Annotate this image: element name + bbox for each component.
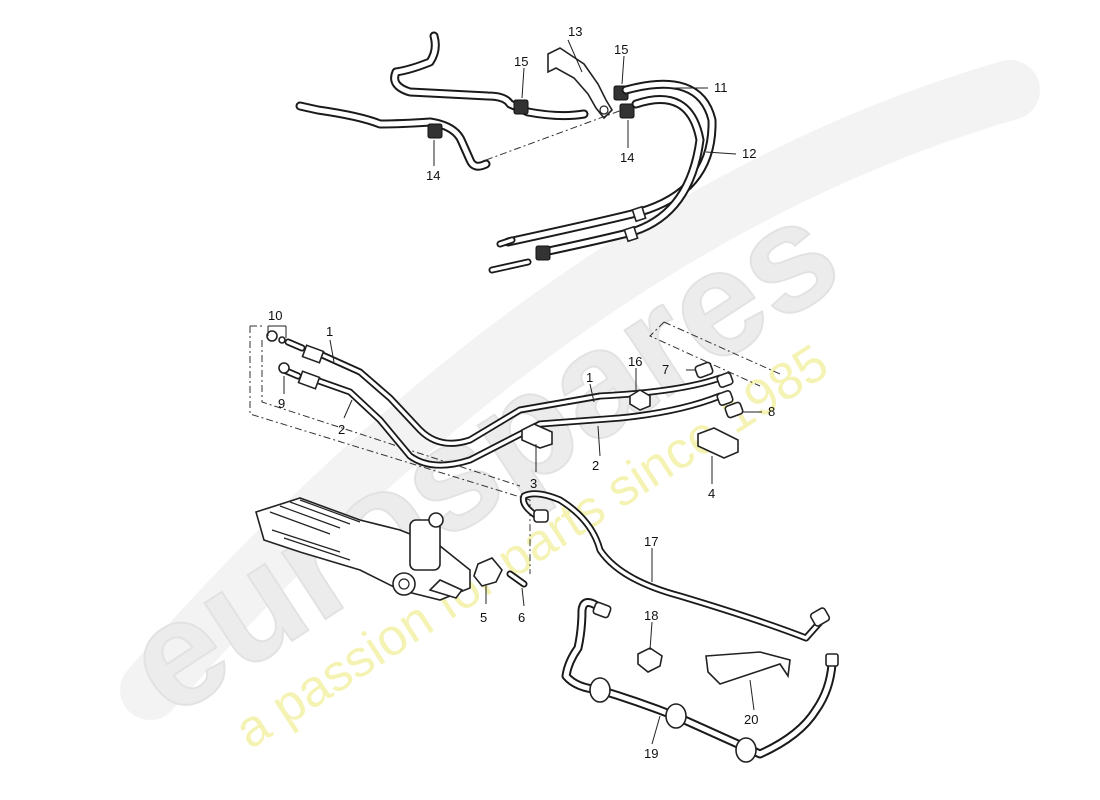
fitting-17 — [809, 607, 831, 627]
callout-14-right: 14 — [620, 150, 634, 165]
callout-1-left: 1 — [326, 324, 333, 339]
callout-16: 16 — [628, 354, 642, 369]
callout-7: 7 — [662, 362, 669, 377]
callout-9: 9 — [278, 396, 285, 411]
holder-4 — [697, 427, 739, 459]
callout-19: 19 — [644, 746, 658, 761]
callout-8: 8 — [768, 404, 775, 419]
steering-rack — [255, 497, 528, 601]
fitting-7 — [694, 361, 714, 379]
callout-2-right: 2 — [592, 458, 599, 473]
callout-12: 12 — [742, 146, 756, 161]
clip-18 — [637, 647, 663, 673]
bracket-5 — [473, 557, 503, 587]
bracket-13 — [547, 47, 614, 120]
leader-lines — [267, 39, 762, 745]
clip-16 — [629, 389, 651, 411]
callout-6: 6 — [518, 610, 525, 625]
pressure-line-group — [249, 321, 781, 574]
callout-11: 11 — [714, 80, 728, 95]
callout-2-left: 2 — [338, 422, 345, 437]
upper-hose-group — [295, 31, 717, 274]
callout-15-left: 15 — [514, 54, 528, 69]
callout-20: 20 — [744, 712, 758, 727]
callout-5: 5 — [480, 610, 487, 625]
callout-1-right: 1 — [586, 370, 593, 385]
callout-10: 10 — [268, 308, 282, 323]
callout-14-left: 14 — [426, 168, 440, 183]
holder-3 — [521, 423, 553, 449]
callout-labels: 13 15 15 11 12 14 14 10 1 9 2 1 16 7 8 3… — [268, 24, 775, 761]
clamp-14-left — [427, 123, 443, 139]
callout-18: 18 — [644, 608, 658, 623]
clamp-14-right — [619, 103, 635, 119]
seal-10 — [266, 330, 278, 342]
callout-17: 17 — [644, 534, 658, 549]
callout-15-right: 15 — [614, 42, 628, 57]
clamp-15-left — [513, 99, 529, 115]
callout-13: 13 — [568, 24, 582, 39]
seal-9 — [278, 362, 290, 374]
shield-20 — [705, 651, 791, 685]
fitting-8 — [724, 401, 744, 419]
callout-4: 4 — [708, 486, 715, 501]
callout-3: 3 — [530, 476, 537, 491]
cooler-line-group — [519, 490, 839, 763]
